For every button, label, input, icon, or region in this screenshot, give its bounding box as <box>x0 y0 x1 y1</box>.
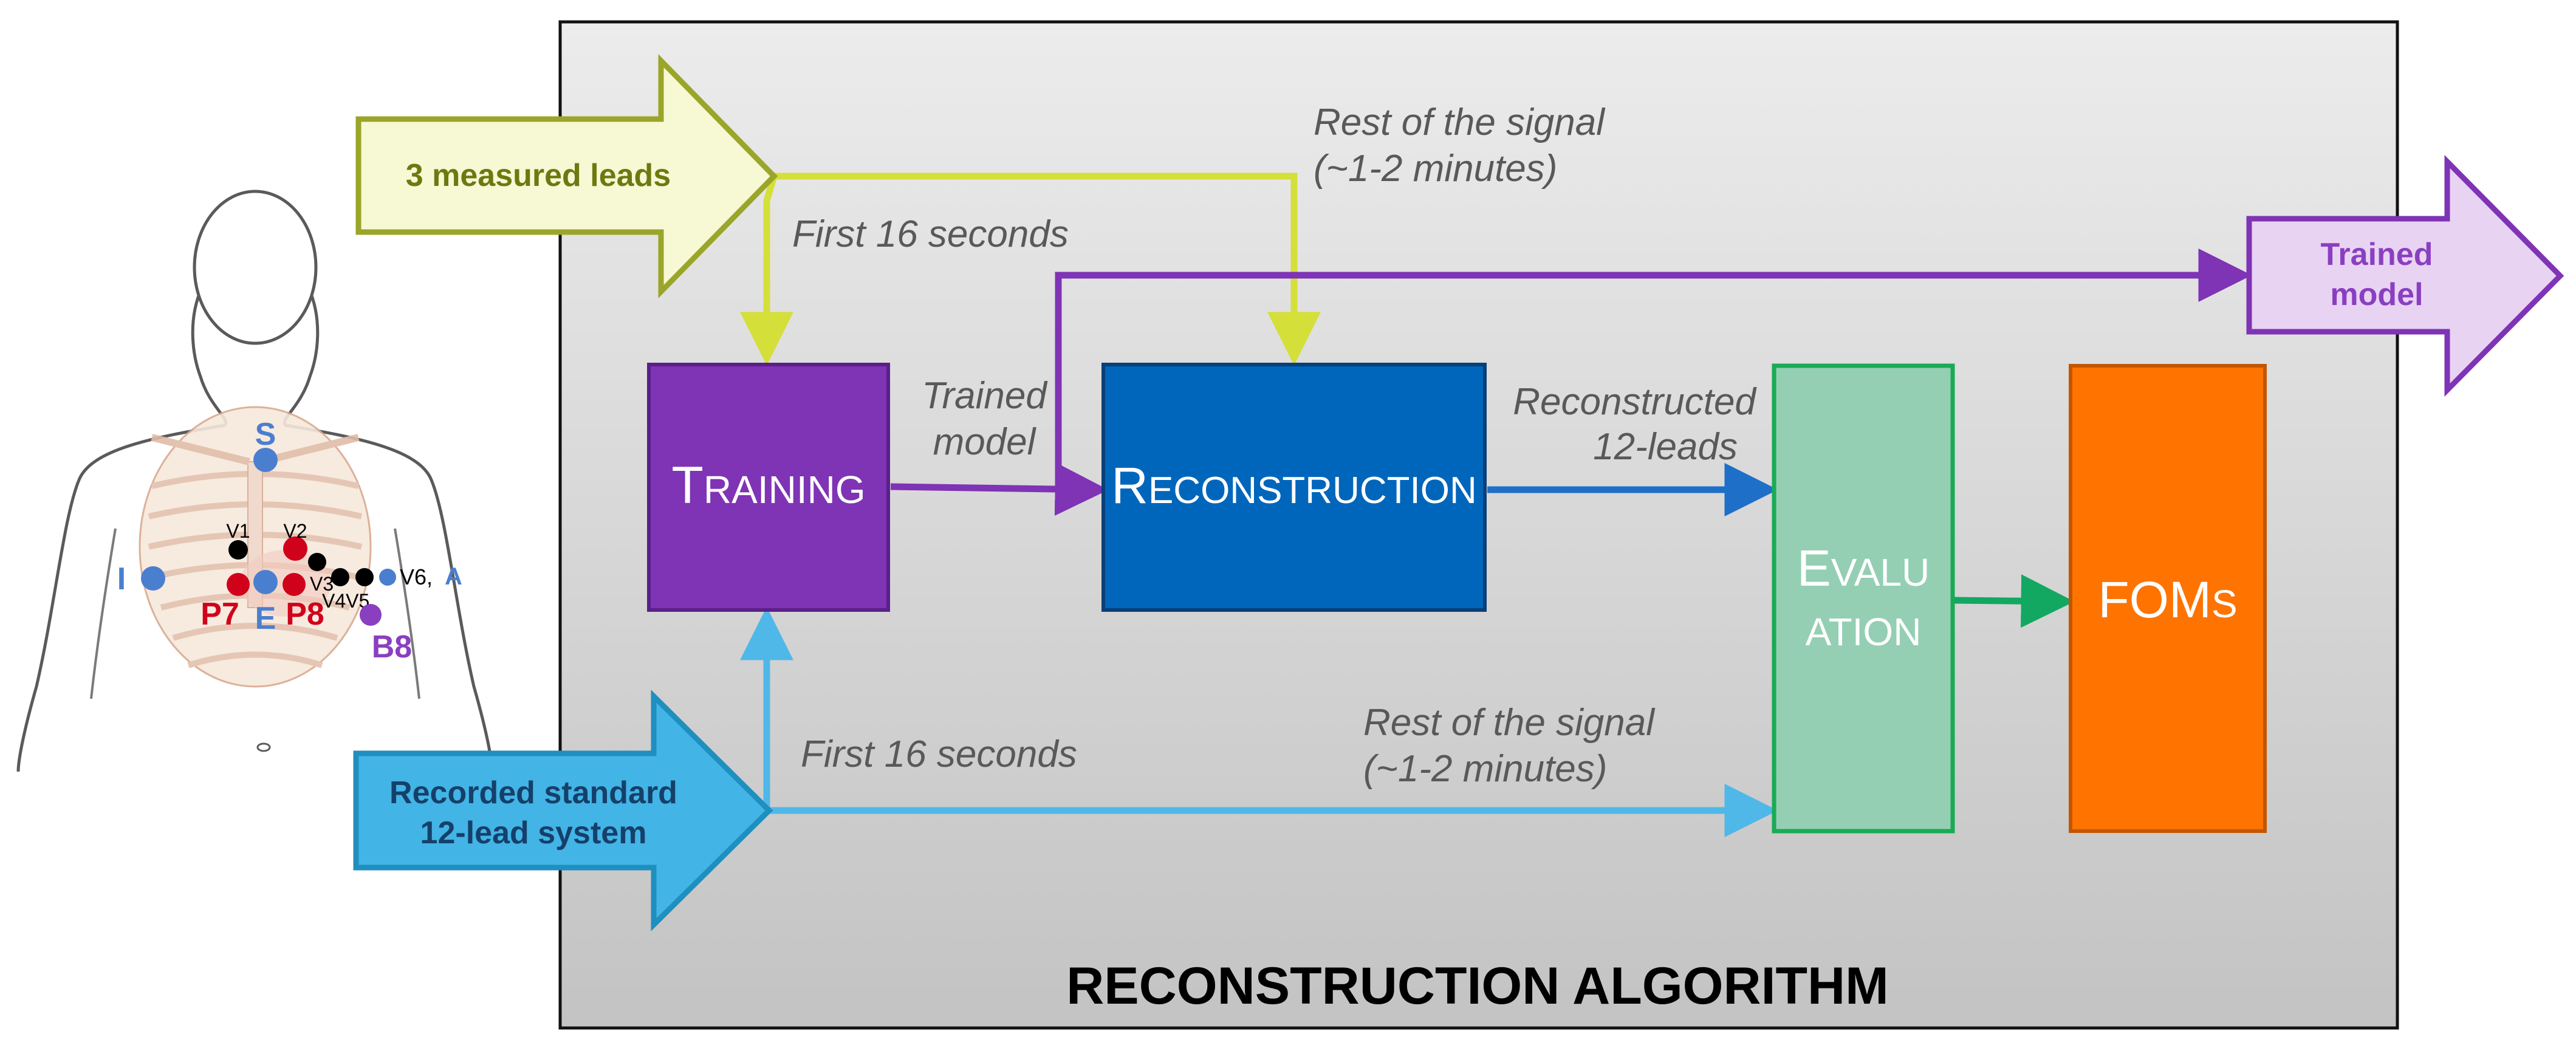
panel-title: RECONSTRUCTION ALGORITHM <box>1066 957 1889 1015</box>
training-label: TRAINING <box>671 456 865 515</box>
rest-of-signal-top-1: Rest of the signal <box>1314 101 1606 143</box>
reconstructed-annotation-2: 12-leads <box>1593 426 1738 468</box>
measured-leads-arrow: 3 measured leads <box>355 53 778 299</box>
trained-model-connectors <box>890 248 2252 516</box>
trained-model-annotation-1: Trained <box>922 375 1048 417</box>
electrode-p7 <box>227 573 250 596</box>
electrode-v2-label: V2 <box>283 520 307 542</box>
evaluation-block: EVALU ATION <box>1772 363 1955 834</box>
electrode-a-label: A <box>445 563 462 590</box>
trained-model-output-arrow: Trained model <box>2246 155 2564 397</box>
electrode-v1 <box>228 540 248 560</box>
trained-model-annotation-2: model <box>933 421 1037 463</box>
rest-of-signal-bottom-1: Rest of the signal <box>1363 702 1656 744</box>
reconstruction-block: RECONSTRUCTION <box>1101 363 1487 612</box>
foms-block: FOMS <box>2069 364 2267 833</box>
electrode-v5 <box>355 568 374 586</box>
electrode-p8-label: P8 <box>286 597 324 632</box>
head-outline <box>193 190 318 345</box>
trained-model-output-label-1: Trained <box>2321 237 2433 272</box>
evaluation-label-2: ATION <box>1806 610 1922 654</box>
electrode-s-label: S <box>255 417 276 452</box>
electrode-e-label: E <box>255 601 276 636</box>
electrode-v6-label: V6, <box>400 564 433 589</box>
training-block: TRAINING <box>647 363 890 612</box>
electrode-i-label: I <box>117 561 126 597</box>
torso-illustration: S I E V1 V2 V3 V4V5 V6, A P7 P8 B8 <box>16 190 494 772</box>
electrode-v4v5-label: V4V5 <box>322 590 369 612</box>
measured-leads-label: 3 measured leads <box>406 158 671 193</box>
measured-leads-connectors <box>740 173 1321 366</box>
foms-label: FOMS <box>2098 571 2237 628</box>
electrode-b8-label: B8 <box>372 629 412 665</box>
electrode-p7-label: P7 <box>200 597 239 632</box>
electrode-p8 <box>283 573 306 596</box>
electrode-s <box>253 448 278 472</box>
electrode-e <box>253 570 278 594</box>
electrode-v4 <box>331 568 349 586</box>
recorded-leads-label-1: Recorded standard <box>389 775 677 810</box>
trained-model-output-label-2: model <box>2330 277 2423 312</box>
reconstruction-label: RECONSTRUCTION <box>1111 457 1476 514</box>
electrode-b8 <box>360 604 382 626</box>
electrode-v3-label: V3 <box>310 573 334 595</box>
recorded-leads-arrow: Recorded standard 12-lead system <box>353 690 773 931</box>
recorded-leads-connectors <box>740 606 1778 837</box>
electrode-v6 <box>379 569 396 586</box>
electrode-v3 <box>308 553 326 571</box>
evaluation-label-1: EVALU <box>1797 540 1930 597</box>
rest-of-signal-bottom-2: (~1-2 minutes) <box>1363 748 1607 790</box>
reconstructed-annotation-1: Reconstructed <box>1513 381 1757 423</box>
electrode-i <box>141 566 165 591</box>
rest-of-signal-top-2: (~1-2 minutes) <box>1314 148 1557 190</box>
electrode-v1-label: V1 <box>226 520 250 542</box>
electrode-v2 <box>283 536 307 561</box>
recorded-leads-label-2: 12-lead system <box>420 815 647 851</box>
torso-outline <box>16 247 494 772</box>
first-16-seconds-bottom: First 16 seconds <box>801 733 1077 775</box>
first-16-seconds-top: First 16 seconds <box>792 213 1069 255</box>
evaluation-connector <box>1952 574 2075 628</box>
